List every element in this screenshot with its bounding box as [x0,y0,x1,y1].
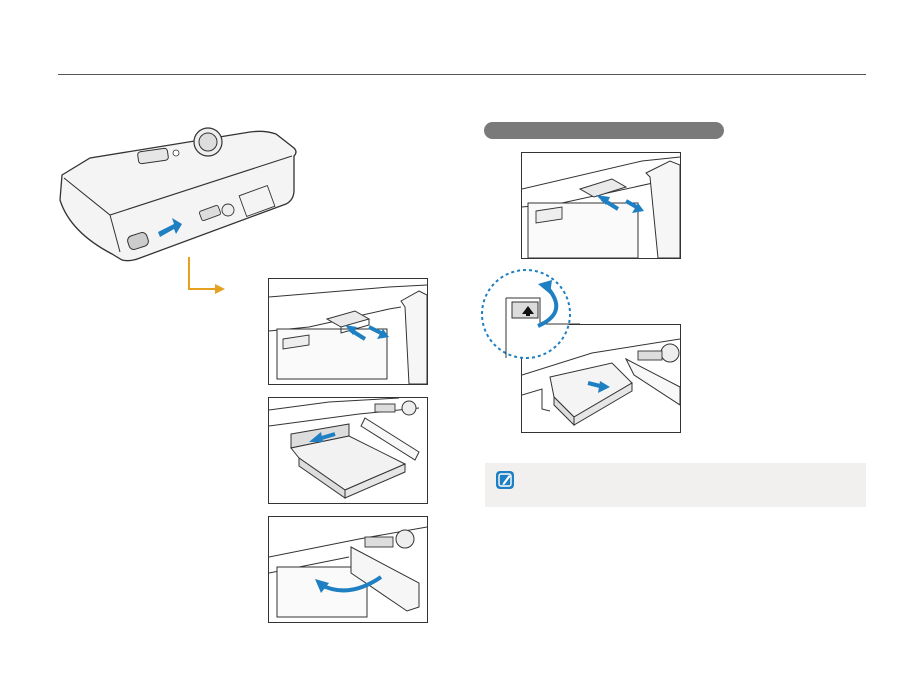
section-heading-pill [484,122,724,139]
top-rule [58,74,866,75]
remove-card-step-image [521,152,681,259]
close-cover-step-image [268,516,428,623]
camera-illustration [50,120,300,270]
step-arrow-icon [185,255,230,297]
note-box [485,463,866,507]
insert-battery-step-image [268,397,428,504]
zoom-detail-circle [480,268,580,368]
open-cover-step-image [268,278,428,385]
note-pencil-icon [495,470,515,490]
